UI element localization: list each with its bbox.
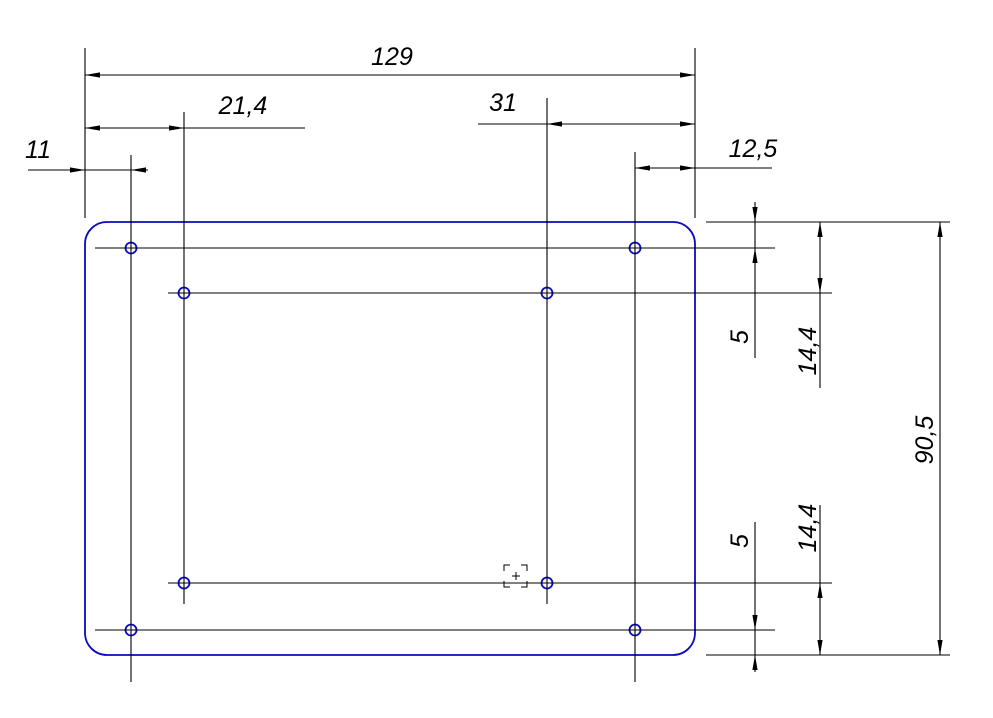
- dim-row1-top-arrow-lower: [752, 248, 758, 263]
- dim-col4-arrow-right: [680, 165, 695, 171]
- dim-col1-arrow-right: [131, 167, 146, 173]
- dim-overall-height-label[interactable]: 90,5: [911, 416, 939, 465]
- dim-row3-bottom-label[interactable]: 14,4: [794, 504, 822, 553]
- dim-row3-from-bottom[interactable]: 14,4: [794, 504, 823, 655]
- dim-overall-height[interactable]: 90,5: [911, 222, 943, 655]
- snap-marker-corner-top-right: [521, 564, 528, 571]
- dim-overall-width-arrow-right: [680, 72, 695, 78]
- dim-col2-arrow-left: [85, 125, 100, 131]
- dim-row1-top-arrow-upper: [752, 207, 758, 222]
- dim-overall-width-arrow-left: [85, 72, 100, 78]
- plate-outline[interactable]: [84, 221, 696, 656]
- center-lines[interactable]: [95, 98, 832, 682]
- dim-col1-from-left[interactable]: 11: [25, 136, 148, 173]
- snap-marker-corner-bottom-left: [503, 581, 510, 588]
- dim-col2-label[interactable]: 21,4: [218, 92, 268, 120]
- snap-cursor-marker: [503, 564, 528, 588]
- dim-col1-label[interactable]: 11: [25, 136, 51, 164]
- dim-col2-from-left[interactable]: 21,4: [85, 92, 305, 131]
- dim-row2-top-label[interactable]: 14,4: [794, 327, 822, 376]
- dim-row4-bottom-arrow-lower: [752, 655, 758, 670]
- dim-overall-height-arrow-top: [937, 222, 943, 237]
- dim-row1-top-label[interactable]: 5: [726, 330, 754, 344]
- dim-row1-from-top[interactable]: 5: [726, 202, 758, 358]
- dim-row2-from-top[interactable]: 14,4: [794, 222, 823, 388]
- dim-overall-width[interactable]: 129: [85, 43, 695, 78]
- extension-lines[interactable]: [84, 48, 950, 656]
- dim-row4-bottom-label[interactable]: 5: [726, 534, 754, 548]
- dim-col3-arrow-right: [680, 121, 695, 127]
- snap-marker-corner-bottom-right: [521, 581, 528, 588]
- dim-row3-bottom-arrow-lower: [817, 640, 823, 655]
- dim-col3-label[interactable]: 31: [489, 89, 517, 117]
- dim-row4-bottom-arrow-upper: [752, 615, 758, 630]
- dim-overall-height-arrow-bottom: [937, 640, 943, 655]
- dim-row2-top-arrow-upper: [817, 222, 823, 237]
- part-geometry[interactable]: [84, 221, 696, 656]
- dim-col4-from-right[interactable]: 12,5: [635, 135, 777, 171]
- dim-row2-top-arrow-lower: [817, 278, 823, 293]
- dim-col3-from-right[interactable]: 31: [478, 89, 695, 127]
- dim-row4-from-bottom[interactable]: 5: [726, 522, 758, 672]
- dim-col4-arrow-left: [635, 165, 650, 171]
- dim-overall-width-label[interactable]: 129: [371, 43, 413, 71]
- dim-col1-arrow-left: [70, 167, 85, 173]
- dim-col2-arrow-right: [169, 125, 184, 131]
- dim-row3-bottom-arrow-upper: [817, 583, 823, 598]
- dim-col4-label[interactable]: 12,5: [729, 135, 778, 163]
- snap-marker-corner-top-left: [503, 564, 510, 571]
- dim-col3-arrow-left: [547, 121, 562, 127]
